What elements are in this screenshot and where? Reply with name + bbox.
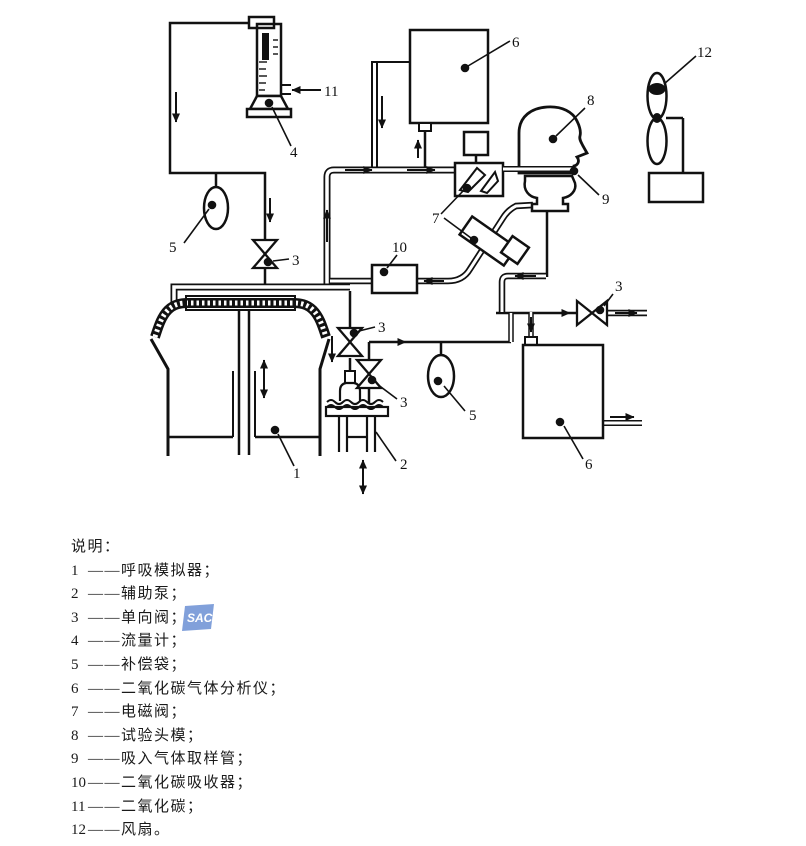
components	[149, 15, 705, 456]
legend-item: 3 ——单向阀；	[71, 607, 286, 631]
callout-3d: 3	[615, 279, 623, 295]
compensation-bag-1	[202, 185, 230, 231]
flow-meter-scale	[259, 39, 278, 91]
flow-meter-base	[245, 107, 293, 119]
legend-item-number: 1	[71, 562, 79, 579]
flow-meter	[245, 15, 293, 119]
legend-item: 5 ——补偿袋；	[71, 654, 286, 678]
bellows-walls	[149, 311, 331, 456]
legend-item-number: 4	[71, 633, 79, 650]
legend-item-number: 3	[71, 609, 79, 626]
diaphragm-plate	[185, 295, 296, 311]
compensation-bag-2	[426, 353, 456, 399]
watermark-text: SAC	[187, 611, 213, 625]
watermark-shape	[182, 604, 214, 631]
callout-3a: 3	[292, 253, 300, 269]
legend-item-text: ——吸入气体取样管；	[88, 751, 254, 768]
pipe-co2-loop	[168, 21, 267, 240]
legend-item: 4 ——流量计；	[71, 630, 286, 654]
callout-6a: 6	[512, 35, 520, 51]
legend-item-text: ——呼吸模拟器；	[88, 562, 221, 579]
legend-item-text: ——二氧化碳；	[88, 798, 204, 815]
legend: 说明： 1 ——呼吸模拟器； 2 ——辅助泵； 3 ——单向阀； 4 ——流量计； 5 ——补偿袋…	[71, 536, 286, 843]
fan-base	[647, 171, 705, 204]
callout-11: 11	[324, 84, 338, 100]
pipes-single	[168, 21, 578, 403]
legend-item-number: 9	[71, 751, 79, 768]
callout-5a: 5	[169, 240, 177, 256]
fan-blade-bottom	[646, 116, 668, 166]
flow-arrows	[172, 86, 638, 495]
callout-3c: 3	[400, 395, 408, 411]
legend-item: 10——二氧化碳吸收器；	[71, 772, 286, 796]
legend-item-text: ——补偿袋；	[88, 656, 188, 673]
fan-blade-top	[646, 71, 668, 121]
legend-item-text: ——流量计；	[88, 633, 188, 650]
legend-item-number: 7	[71, 704, 79, 721]
legend-item-text: ——电磁阀；	[88, 704, 188, 721]
pipe-h1	[170, 283, 350, 306]
legend-item: 9 ——吸入气体取样管；	[71, 748, 286, 772]
legend-item-number: 12	[71, 822, 86, 839]
legend-title: 说明：	[71, 539, 121, 555]
legend-item: 11——二氧化碳；	[71, 796, 286, 820]
callout-8: 8	[587, 93, 595, 109]
legend-item-text: ——二氧化碳气体分析仪；	[88, 680, 287, 697]
legend-item: 1 ——呼吸模拟器；	[71, 560, 286, 584]
pipe-exhale	[498, 272, 546, 312]
legend-item-number: 11	[71, 798, 86, 815]
callout-2: 2	[400, 457, 408, 473]
callout-3b: 3	[378, 320, 386, 336]
callout-4: 4	[290, 145, 298, 161]
fan	[646, 71, 705, 204]
pump-flange	[324, 405, 390, 418]
pump-nipple	[344, 370, 356, 384]
pump-legs	[337, 416, 377, 452]
pump-bell	[338, 381, 362, 401]
breathing-simulator	[149, 295, 331, 456]
callout-10: 10	[392, 240, 407, 256]
legend-item-number: 2	[71, 586, 79, 603]
solenoid-valve-2-coil	[499, 234, 531, 266]
solenoid-coil	[462, 130, 490, 157]
legend-item: 2 ——辅助泵；	[71, 583, 286, 607]
auxiliary-pump	[324, 370, 390, 452]
legend-item-number: 5	[71, 656, 79, 673]
diaphragm-band	[150, 298, 331, 339]
fan-hub	[648, 83, 666, 95]
co2-analyzer-1-port	[418, 122, 432, 132]
legend-item-text: ——试验头模；	[88, 727, 204, 744]
mask	[523, 174, 577, 213]
flow-meter-cap	[247, 15, 276, 30]
co2-absorber	[370, 263, 419, 295]
legend-item: 12——风扇。	[71, 819, 286, 843]
legend-item-text: ——单向阀；	[88, 609, 188, 626]
callout-1: 1	[293, 466, 301, 482]
watermark: SAC	[182, 604, 214, 631]
callout-labels: 6 8 9 12 11 4 5 3 10 7 3 1 3 2 5 3 6	[169, 35, 712, 482]
legend-item-number: 8	[71, 727, 79, 744]
legend-item-text: ——二氧化碳吸收器；	[88, 774, 254, 791]
callout-7: 7	[432, 211, 440, 227]
legend-item-text: ——辅助泵；	[88, 586, 188, 603]
legend-list: 1 ——呼吸模拟器； 2 ——辅助泵； 3 ——单向阀； 4 ——流量计； 5 ——补偿袋； 6 ——…	[71, 560, 286, 843]
callout-5b: 5	[469, 408, 477, 424]
legend-item: 8 ——试验头模；	[71, 725, 286, 749]
leaders	[183, 40, 697, 467]
callout-9: 9	[602, 192, 610, 208]
legend-item-text: ——风扇。	[88, 822, 171, 839]
co2-analyzer-1	[408, 28, 490, 125]
callout-12: 12	[697, 45, 712, 61]
callout-6b: 6	[585, 457, 593, 473]
pipe-v1-h2	[323, 166, 455, 288]
legend-item: 7 ——电磁阀；	[71, 701, 286, 725]
flow-meter-float	[262, 33, 269, 60]
legend-item: 6 ——二氧化碳气体分析仪；	[71, 678, 286, 702]
legend-item-number: 10	[71, 774, 86, 791]
legend-item-number: 6	[71, 680, 79, 697]
